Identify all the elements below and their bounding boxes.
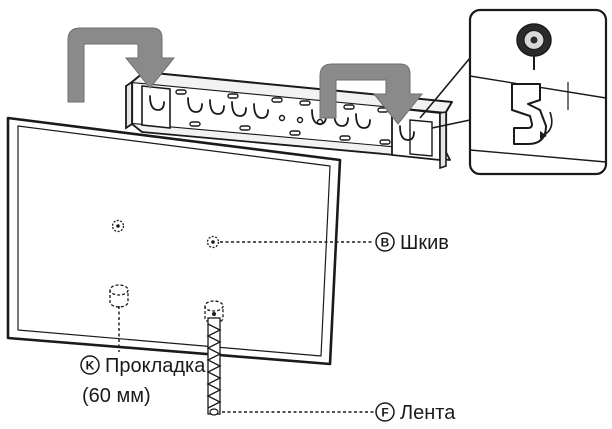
tv-panel <box>6 116 342 416</box>
strap-label: Лента <box>400 402 456 424</box>
tv-screw-hole-icon <box>111 219 125 233</box>
wall-bracket <box>125 71 453 170</box>
spacer-size-label: (60 мм) <box>82 385 151 407</box>
pulley-detail-icon <box>516 23 552 70</box>
arrow-left <box>67 27 176 103</box>
spacer-icon <box>109 284 129 308</box>
tv-pulley-hole-icon <box>206 235 220 249</box>
pulley-label: Шкив <box>400 232 449 254</box>
pulley-letter-badge <box>375 232 395 252</box>
strap-letter: F <box>381 406 388 420</box>
label-pulley: B Шкив <box>375 232 449 254</box>
strap-icon <box>206 317 222 416</box>
detail-callout <box>419 8 608 176</box>
spacer-letter: K <box>86 359 95 373</box>
pulley-letter: B <box>381 236 390 250</box>
label-spacer: K Прокладка (60 мм) <box>80 355 206 407</box>
leader-lines <box>118 241 374 413</box>
label-strap: F Лента <box>375 402 456 424</box>
arrow-right <box>319 63 424 125</box>
strap-letter-badge <box>375 402 395 422</box>
spacer-label: Прокладка <box>105 355 206 377</box>
spacer-letter-badge <box>80 355 100 375</box>
